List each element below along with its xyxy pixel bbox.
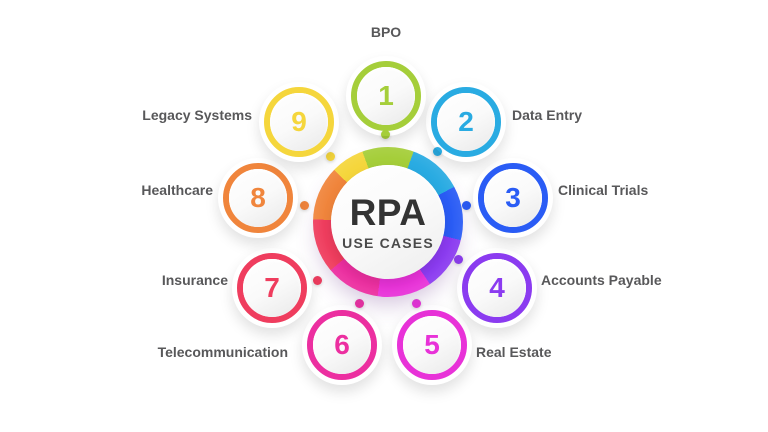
node-label-8: Healthcare <box>141 182 213 198</box>
node-label-7: Insurance <box>161 272 228 288</box>
connector-dot-5 <box>412 299 421 308</box>
node-face: 7 <box>243 259 301 317</box>
center-hub-core: RPA USE CASES <box>331 165 445 279</box>
connector-dot-1 <box>381 130 390 139</box>
node-label-3: Clinical Trials <box>558 182 649 198</box>
node-2[interactable]: 2 <box>431 87 501 157</box>
node-face: 2 <box>437 93 495 151</box>
connector-dot-9 <box>326 152 335 161</box>
node-label-2: Data Entry <box>512 107 583 123</box>
node-label-5: Real Estate <box>476 344 552 360</box>
node-face: 9 <box>270 93 328 151</box>
center-title: RPA <box>349 192 427 233</box>
node-face: 1 <box>357 67 415 125</box>
connector-dot-3 <box>462 201 471 210</box>
node-3[interactable]: 3 <box>478 163 548 233</box>
node-number: 4 <box>489 272 505 303</box>
node-9[interactable]: 9 <box>264 87 334 157</box>
node-1[interactable]: 1 <box>351 61 421 131</box>
node-ring <box>223 163 293 233</box>
node-number: 3 <box>505 182 521 213</box>
node-label-6: Telecommunication <box>157 344 288 360</box>
node-ring <box>478 163 548 233</box>
node-face: 5 <box>403 316 461 374</box>
node-number: 9 <box>291 106 307 137</box>
node-number: 7 <box>264 272 280 303</box>
node-5[interactable]: 5 <box>397 310 467 380</box>
node-ring <box>431 87 501 157</box>
connector-dot-8 <box>300 201 309 210</box>
node-ring <box>397 310 467 380</box>
node-label-4: Accounts Payable <box>541 272 662 288</box>
node-number: 5 <box>424 329 440 360</box>
node-face: 3 <box>484 169 542 227</box>
node-number: 8 <box>250 182 266 213</box>
node-ring <box>462 253 532 323</box>
node-7[interactable]: 7 <box>237 253 307 323</box>
node-label-9: Legacy Systems <box>142 107 252 123</box>
node-face: 8 <box>229 169 287 227</box>
node-ring <box>264 87 334 157</box>
node-number: 6 <box>334 329 350 360</box>
node-number: 1 <box>378 80 394 111</box>
node-ring <box>351 61 421 131</box>
connector-dot-2 <box>433 147 442 156</box>
node-6[interactable]: 6 <box>307 310 377 380</box>
center-subtitle: USE CASES <box>342 235 434 251</box>
node-face: 6 <box>313 316 371 374</box>
node-ring <box>307 310 377 380</box>
connector-dot-7 <box>313 276 322 285</box>
node-ring <box>237 253 307 323</box>
connector-dot-6 <box>355 299 364 308</box>
node-label-1: BPO <box>370 24 402 40</box>
node-4[interactable]: 4 <box>462 253 532 323</box>
node-face: 4 <box>468 259 526 317</box>
connector-dot-4 <box>454 255 463 264</box>
node-8[interactable]: 8 <box>223 163 293 233</box>
node-number: 2 <box>458 106 474 137</box>
